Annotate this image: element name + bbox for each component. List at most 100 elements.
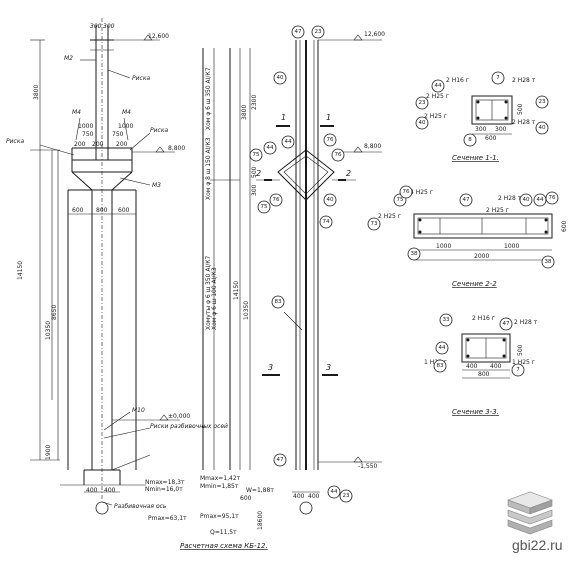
callout-83: 83 [275, 299, 282, 305]
mark-m3: М3 [152, 182, 161, 189]
callout-47-bottom: 47 [277, 457, 284, 463]
riska-label-1: Риска [132, 75, 150, 82]
force-pmax-2: Pmax=95,1т [200, 513, 239, 520]
s1-dim-1: 300 [475, 126, 487, 133]
s1-callout-23b: 23 [539, 99, 546, 105]
s2-dim-1: 1000 [436, 243, 451, 250]
callout-44-bottom: 44 [331, 489, 338, 495]
callout-23-bottom: 23 [343, 493, 350, 499]
force-q: Q=11,5т [210, 529, 237, 536]
callout-44-b: 44 [267, 145, 274, 151]
rebar-lower-text: Хомуты φ 6 ш 350 АI/К7 [205, 256, 212, 331]
s3-bar-2: 2 Н28 т [514, 319, 538, 326]
section-3-3: 2 Н16 г 2 Н28 т 1 Н25 г 1 Н25 г 400 400 … [424, 313, 538, 416]
s1-bar-1: 2 Н16 г [446, 77, 469, 84]
callout-76-a: 76 [327, 137, 334, 143]
s3-callout-44: 44 [439, 345, 446, 351]
s2-callout-38b: 38 [545, 259, 552, 265]
bracket-dim-4: 750 [112, 131, 124, 138]
s3-dim-2: 400 [490, 363, 502, 370]
s3-dim-3: 800 [478, 371, 490, 378]
left-column-elevation: 300 300 12,600 М2 Риска М4 М4 1000 1000 … [6, 18, 241, 536]
vdim-1900: 1900 [45, 445, 52, 460]
s1-callout-7: 7 [496, 75, 500, 81]
foot-dim-2: 400 [104, 487, 116, 494]
mark-m4-left: М4 [72, 109, 81, 116]
rebar-column-elevation: Хом φ 6 ш 350 АI/К7 Хом φ 8 ш 150 АI/К3 … [202, 48, 260, 470]
mark-m2: М2 [64, 55, 73, 62]
s2-dim-3: 2000 [474, 253, 489, 260]
top-dim-2: 300 [103, 23, 115, 30]
vdim-10350: 10350 [45, 321, 52, 340]
vdim-8650: 8650 [51, 305, 58, 320]
section-mark-3b: 3 [326, 363, 331, 372]
razbiv-os: Разбивочная ось [114, 503, 167, 510]
section-mark-1b: 1 [326, 113, 331, 122]
foot-dim-1: 400 [86, 487, 98, 494]
right-bottom-18600: 18600 [257, 511, 264, 530]
level-top-left: 12,600 [148, 33, 169, 40]
s3-callout-7: 7 [516, 367, 520, 373]
bracket-dim-6: 200 [92, 141, 104, 148]
rebar-lower-text2: Хом φ 6 ш 100 АI/К3 [211, 267, 218, 330]
s3-bar-4: 1 Н25 г [512, 359, 535, 366]
force-nmin: Nmin=16,0т [145, 486, 183, 493]
s1-dim-4: 500 [517, 103, 524, 115]
right-bottom-600: 600 [240, 495, 252, 502]
s1-bar-2: 2 Н28 т [512, 77, 536, 84]
force-pmax-1: Pmax=63,1т [148, 515, 187, 522]
callout-76-b: 76 [335, 152, 342, 158]
s1-caption: Сечение 1-1. [452, 154, 499, 162]
s2-callout-44: 44 [537, 197, 544, 203]
section-mark-3a: 3 [268, 363, 273, 372]
s2-callout-75: 75 [397, 197, 404, 203]
callout-75-b: 75 [261, 204, 268, 210]
rebar-dim-500: 500 [251, 166, 258, 178]
vdim-3800: 3800 [33, 85, 40, 100]
rebar-upper-text: Хом φ 6 ш 350 АI/К7 [205, 67, 212, 130]
rebar-dim-14150: 14150 [233, 281, 240, 300]
level-mid-right: 8,800 [364, 143, 381, 150]
callout-47-top: 47 [295, 29, 302, 35]
callout-75-a: 75 [253, 152, 260, 158]
s3-dim-1: 400 [466, 363, 478, 370]
riska-label-3: Риска [6, 138, 24, 145]
s1-callout-40: 40 [419, 120, 426, 126]
s2-dim-2: 1000 [504, 243, 519, 250]
s1-callout-8: 8 [468, 137, 472, 143]
s2-callout-73: 73 [371, 221, 378, 227]
s2-caption: Сечение 2-2 [452, 280, 497, 288]
right-bottom-w: W=1,88т [246, 487, 274, 494]
rebar-dim-3800: 3800 [241, 105, 248, 120]
riski-note: Риски разбивочных осей [150, 423, 228, 430]
s2-callout-40: 40 [523, 197, 530, 203]
level-top-right: 12,600 [364, 31, 385, 38]
s1-bar-4: 2 Н25 г [424, 113, 447, 120]
s2-bar-2: 2 Н25 г [378, 213, 401, 220]
right-foot-dim-1: 400 [293, 493, 305, 500]
s3-dim-4: 500 [517, 344, 524, 356]
bracket-dim-7: 200 [116, 141, 128, 148]
bottom-dim-1: 600 [72, 207, 84, 214]
s2-bar-1: 4 Н25 г [410, 189, 433, 196]
callout-76-c: 76 [273, 197, 280, 203]
force-mmin: Mmin=1,85т [200, 483, 239, 490]
callout-40: 40 [277, 75, 284, 81]
callout-74: 74 [323, 219, 330, 225]
s1-callout-44: 44 [435, 83, 442, 89]
s3-callout-83: 83 [437, 363, 444, 369]
right-reinforcement-elevation: 1 1 2 2 3 3 12,600 8,800 -1,550 400 400 … [240, 25, 385, 530]
s1-dim-3: 600 [485, 135, 497, 142]
force-nmax: Nmax=18,3т [145, 479, 185, 486]
bottom-dim-2: 800 [96, 207, 108, 214]
level-mid-left: 8,800 [168, 145, 185, 152]
level-bottom-right: -1,550 [358, 463, 378, 470]
level-zero: ±0,000 [168, 413, 190, 420]
rebar-dim-300: 300 [251, 184, 258, 196]
bracket-dim-5: 200 [74, 141, 86, 148]
s2-callout-38a: 38 [411, 251, 418, 257]
s1-callout-40b: 40 [539, 125, 546, 131]
bracket-dim-3: 750 [82, 131, 94, 138]
s2-callout-47: 47 [463, 197, 470, 203]
watermark: gbi22.ru [512, 537, 563, 553]
